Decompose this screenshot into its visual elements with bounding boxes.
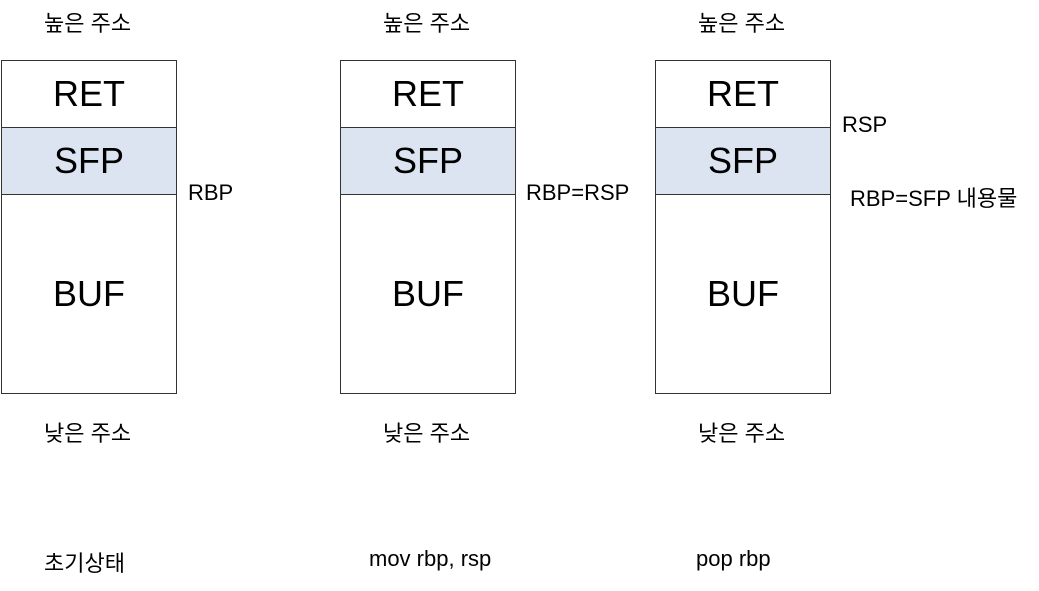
buf-cell: BUF (392, 273, 464, 314)
stage-caption: 초기상태 (44, 551, 125, 576)
stack-diagram-initial: 높은 주소 RET SFP BUF RBP 낮은 주소 초기상태 (0, 0, 260, 591)
ret-cell: RET (341, 61, 515, 128)
stack-diagram-pop: 높은 주소 RET SFP BUF RSP RBP=SFP 내용물 낮은 주소 … (654, 0, 1017, 591)
buf-cell: BUF (707, 273, 779, 314)
buf-cell: BUF (53, 273, 125, 314)
rbp-pointer-label: RBP (188, 180, 234, 205)
rsp-pointer-label: RSP (842, 112, 888, 137)
stack-frame: RET SFP BUF (340, 60, 516, 394)
rbp-pointer-label: RBP=SFP 내용물 (850, 186, 1018, 211)
stage-caption: mov rbp, rsp (369, 546, 492, 571)
stack-frame: RET SFP BUF (655, 60, 831, 394)
low-address-label: 낮은 주소 (44, 421, 132, 446)
sfp-cell: SFP (341, 128, 515, 195)
sfp-cell: SFP (2, 128, 176, 195)
sfp-cell: SFP (656, 128, 830, 195)
low-address-label: 낮은 주소 (383, 421, 471, 446)
stack-frame: RET SFP BUF (1, 60, 177, 394)
ret-cell: RET (2, 61, 176, 128)
low-address-label: 낮은 주소 (698, 421, 786, 446)
ret-cell: RET (656, 61, 830, 128)
high-address-label: 높은 주소 (698, 11, 786, 36)
stage-caption: pop rbp (696, 546, 771, 571)
stack-diagram-mov: 높은 주소 RET SFP BUF RBP=RSP 낮은 주소 mov rbp,… (339, 0, 629, 591)
high-address-label: 높은 주소 (383, 11, 471, 36)
high-address-label: 높은 주소 (44, 11, 132, 36)
rbp-rsp-pointer-label: RBP=RSP (526, 180, 630, 205)
